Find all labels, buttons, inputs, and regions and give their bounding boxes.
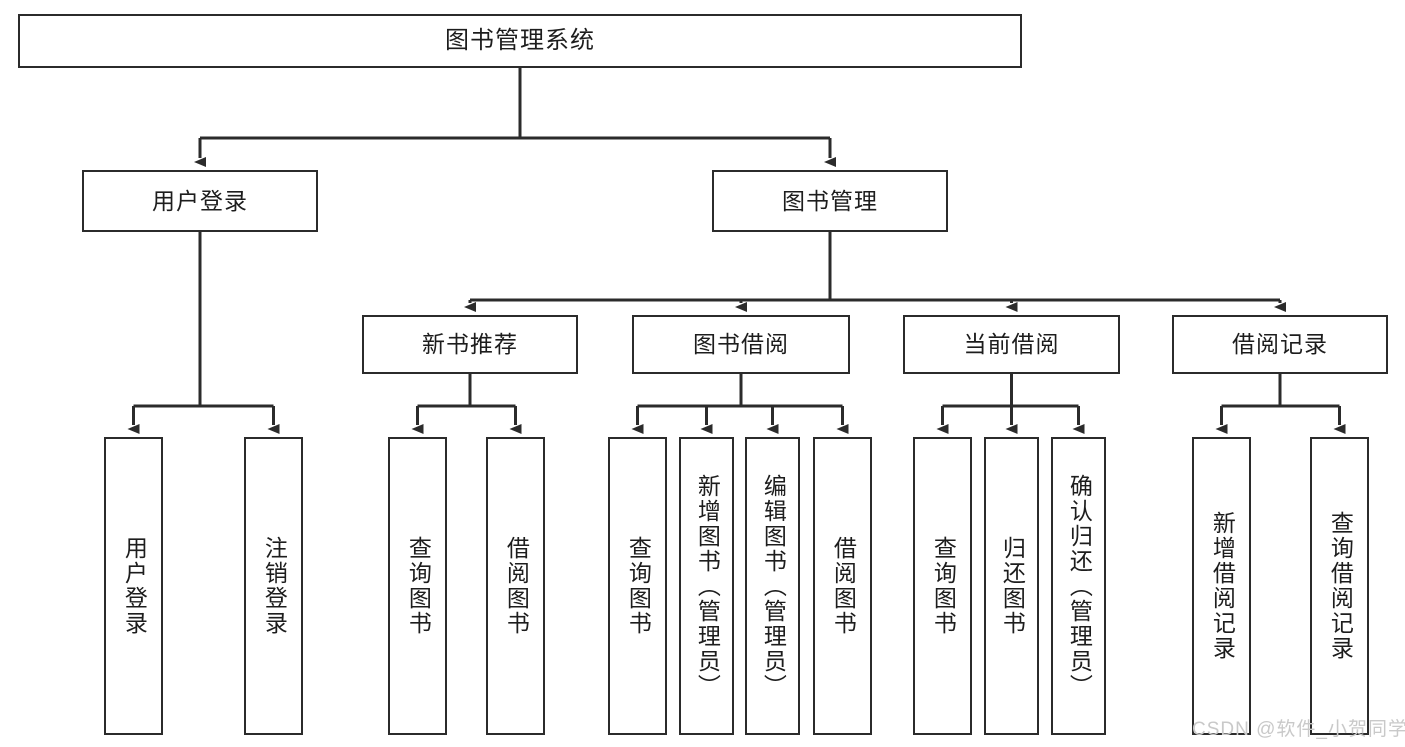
node-l-q1[interactable]: 查询图书 (388, 437, 447, 735)
node-label-bookmgmt: 图书管理 (782, 187, 878, 214)
node-l-ret[interactable]: 归还图书 (984, 437, 1039, 735)
node-l-b1[interactable]: 借阅图书 (486, 437, 545, 735)
node-l-login[interactable]: 用户登录 (104, 437, 163, 735)
node-label-l-conf: 确认归还（管理员） (1066, 473, 1093, 699)
node-label-newrec: 新书推荐 (422, 331, 518, 358)
watermark-text: CSDN @软件_小贺同学 (1192, 719, 1405, 740)
node-l-edit[interactable]: 编辑图书（管理员） (745, 437, 800, 735)
node-l-conf[interactable]: 确认归还（管理员） (1051, 437, 1106, 735)
node-label-l-edit: 编辑图书（管理员） (760, 473, 787, 699)
node-records[interactable]: 借阅记录 (1172, 315, 1388, 374)
node-label-l-login: 用户登录 (121, 536, 148, 636)
node-label-borrow: 图书借阅 (693, 331, 789, 358)
node-label-l-q1: 查询图书 (405, 536, 432, 636)
node-l-qrec[interactable]: 查询借阅记录 (1310, 437, 1369, 735)
node-label-l-b1: 借阅图书 (503, 536, 530, 636)
node-label-root: 图书管理系统 (445, 27, 595, 54)
node-label-l-q3: 查询图书 (930, 536, 957, 636)
node-root[interactable]: 图书管理系统 (18, 14, 1022, 68)
node-l-add[interactable]: 新增图书（管理员） (679, 437, 734, 735)
node-l-addrec[interactable]: 新增借阅记录 (1192, 437, 1251, 735)
node-bookmgmt[interactable]: 图书管理 (712, 170, 948, 232)
node-l-b2[interactable]: 借阅图书 (813, 437, 872, 735)
node-label-records: 借阅记录 (1232, 331, 1328, 358)
node-login[interactable]: 用户登录 (82, 170, 318, 232)
node-label-l-logout: 注销登录 (261, 536, 288, 636)
node-label-l-ret: 归还图书 (999, 536, 1026, 636)
node-current[interactable]: 当前借阅 (903, 315, 1120, 374)
node-label-login: 用户登录 (152, 187, 248, 214)
node-label-l-qrec: 查询借阅记录 (1327, 511, 1354, 661)
node-label-l-addrec: 新增借阅记录 (1209, 511, 1236, 661)
node-label-l-b2: 借阅图书 (830, 536, 857, 636)
node-l-q2[interactable]: 查询图书 (608, 437, 667, 735)
node-l-q3[interactable]: 查询图书 (913, 437, 972, 735)
node-label-current: 当前借阅 (963, 331, 1060, 358)
node-label-l-q2: 查询图书 (625, 536, 652, 636)
node-l-logout[interactable]: 注销登录 (244, 437, 303, 735)
node-newrec[interactable]: 新书推荐 (362, 315, 578, 374)
node-borrow[interactable]: 图书借阅 (632, 315, 850, 374)
node-label-l-add: 新增图书（管理员） (694, 473, 721, 699)
